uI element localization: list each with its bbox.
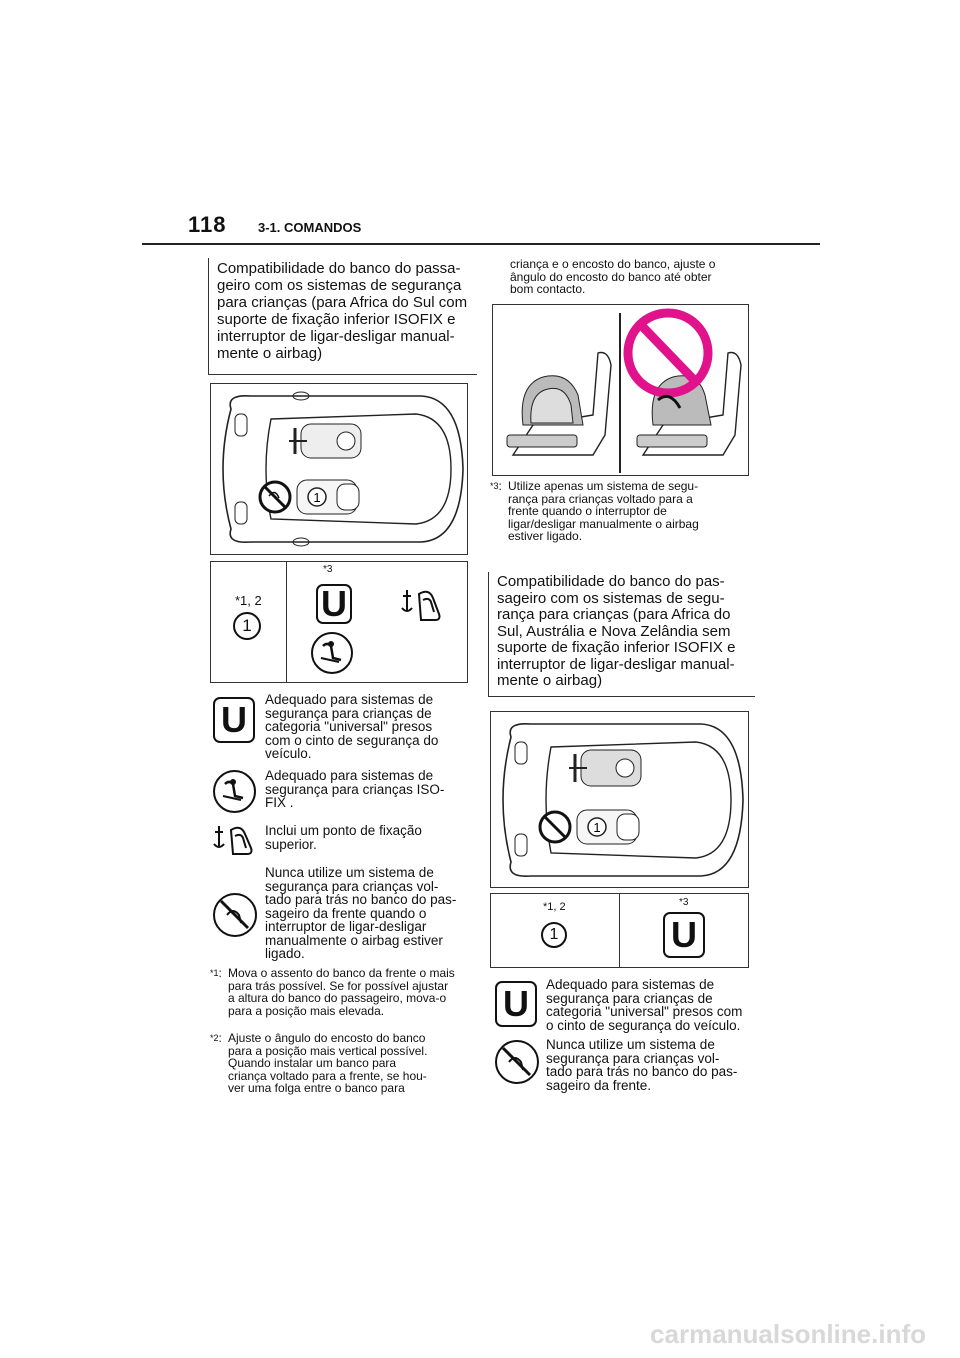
table-note: *3: [679, 897, 689, 908]
legend-line: Nunca utilize um sistema de: [546, 1037, 715, 1052]
legend-line: superior.: [265, 836, 317, 852]
isofix-icon: [311, 632, 353, 674]
heading-line: suporte de fixação inferior ISOFIX e: [497, 639, 736, 656]
footnote-line: ver uma folga entre o banco para: [228, 1081, 405, 1095]
watermark: carmanualsonline.info: [650, 1319, 926, 1349]
left-section-heading: Compatibilidade do banco do passa- geiro…: [208, 258, 477, 375]
text-line: ângulo do encosto do banco até obter: [510, 269, 712, 284]
footnote-line: Quando instalar um banco para: [228, 1056, 397, 1070]
footnote-mark: *1: [210, 968, 219, 978]
table-note: *1, 2: [543, 901, 566, 913]
legend-line: Adequado para sistemas de: [265, 768, 434, 783]
heading-line: rança para crianças (para Africa do: [497, 606, 731, 623]
continued-text: criança e o encosto do banco, ajuste o â…: [510, 258, 715, 296]
table-divider: [619, 894, 620, 967]
svg-text:1: 1: [593, 820, 600, 835]
legend-tether-text: Inclui um ponto de fixação superior.: [265, 824, 422, 851]
heading-line: Compatibilidade do banco do passa-: [217, 260, 461, 277]
legend-line: Adequado para sistemas de: [265, 692, 434, 707]
footnote-line: criança voltado para a frente, se hou-: [228, 1068, 427, 1083]
footnote-line: Utilize apenas um sistema de segu-: [508, 479, 699, 493]
svg-text:1: 1: [313, 490, 320, 505]
heading-line: para crianças (para Africa do Sul com: [217, 294, 468, 311]
footnote-line: para a posição mais vertical possível.: [228, 1043, 428, 1058]
heading-line: suporte de fixação inferior ISOFIX e: [217, 311, 456, 328]
legend-line: Inclui um ponto de fixação: [265, 823, 422, 838]
right-section-heading: Compatibilidade do banco do pas- sageiro…: [488, 572, 755, 697]
footnote-line: rança para crianças voltado para a: [508, 491, 693, 506]
legend-line: manualmente o airbag estiver: [265, 932, 443, 948]
legend-line: segurança para crianças de: [546, 990, 713, 1006]
footnote-3: *3: Utilize apenas um sistema de segu-ra…: [490, 479, 699, 543]
footnote-line: ligar/desligar manualmente o airbag: [508, 516, 699, 531]
car-diagram-right: 1: [490, 711, 749, 888]
legend-universal-text: Adequado para sistemas de segurança para…: [546, 978, 742, 1032]
legend-line: tado para trás no banco do pas-: [546, 1064, 738, 1079]
seat-number-badge: 1: [233, 612, 261, 640]
heading-line: mente o airbag): [497, 672, 603, 689]
footnote-1: *1: Mova o assento do banco da frente o …: [210, 966, 455, 1018]
footnote-line: para a posição mais elevada.: [228, 1003, 385, 1018]
top-tether-icon: [401, 586, 447, 626]
universal-icon: U: [316, 583, 352, 624]
heading-line: Sul, Austrália e Nova Zelândia sem: [497, 622, 731, 640]
legend-line: segurança para crianças vol-: [265, 878, 439, 894]
text-line: criança e o encosto do banco, ajuste o: [510, 257, 716, 271]
legend-universal-text: Adequado para sistemas de segurança para…: [265, 693, 438, 761]
legend-line: segurança para crianças ISO-: [265, 781, 445, 797]
text-line: bom contacto.: [510, 282, 586, 296]
universal-icon: U: [495, 981, 537, 1027]
header-rule: [142, 243, 820, 245]
legend-line: interruptor de ligar-desligar: [265, 919, 427, 934]
footnote-line: Mova o assento do banco da frente o mais: [228, 966, 455, 980]
footnote-mark: *3: [490, 481, 499, 491]
legend-line: com o cinto de segurança do: [265, 732, 439, 748]
legend-line: ligado.: [265, 946, 305, 961]
prohibited-rear-facing-icon: [213, 893, 257, 937]
legend-isofix-text: Adequado para sistemas de segurança para…: [265, 769, 444, 810]
table-divider: [286, 562, 287, 682]
compat-table-right: *1, 2 1 *3 U: [490, 893, 749, 968]
footnote-line: para trás possível. Se for possível ajus…: [228, 978, 449, 993]
legend-line: categoria "universal" presos: [265, 719, 433, 734]
legend-line: sageiro da frente quando o: [265, 905, 427, 921]
footnote-line: Ajuste o ângulo do encosto do banco: [228, 1031, 426, 1045]
legend-line: Nunca utilize um sistema de: [265, 865, 434, 880]
legend-line: veículo.: [265, 746, 312, 761]
heading-line: interruptor de ligar-desligar manual-: [217, 328, 455, 345]
legend-line: tado para trás no banco do pas-: [265, 892, 457, 907]
legend-line: o cinto de segurança do veículo.: [546, 1017, 741, 1033]
heading-line: interruptor de ligar-desligar manual-: [497, 655, 735, 673]
footnote-line: a altura do banco do passageiro, mova-o: [228, 991, 447, 1005]
table-note: *3: [323, 564, 333, 575]
seat-number-badge: 1: [541, 922, 567, 948]
footnote-mark: *2: [210, 1033, 219, 1043]
heading-line: sageiro com os sistemas de segu-: [497, 589, 725, 607]
footnote-line: frente quando o interruptor de: [508, 504, 667, 518]
prohibited-rear-facing-icon: [495, 1040, 539, 1084]
universal-icon: U: [663, 912, 705, 958]
heading-line: geiro com os sistemas de segurança: [217, 277, 462, 294]
page-number: 118: [188, 212, 227, 237]
section-title: 3-1. COMANDOS: [258, 220, 362, 235]
legend-line: Adequado para sistemas de: [546, 977, 715, 992]
legend-prohibited-text: Nunca utilize um sistema de segurança pa…: [265, 866, 456, 961]
table-note: *1, 2: [235, 593, 262, 608]
legend-line: sageiro da frente.: [546, 1077, 652, 1093]
legend-line: segurança para crianças de: [265, 705, 432, 721]
legend-line: FIX .: [265, 795, 294, 810]
top-tether-icon: [213, 824, 261, 858]
isofix-icon: [213, 770, 256, 813]
heading-line: mente o airbag): [217, 345, 323, 362]
legend-line: segurança para crianças vol-: [546, 1050, 720, 1066]
seat-back-angle-diagram: [492, 304, 749, 476]
legend-prohibited-text: Nunca utilize um sistema de segurança pa…: [546, 1038, 737, 1092]
car-diagram-left: 1: [210, 383, 468, 555]
compat-table-left: *1, 2 1 *3 U: [210, 561, 468, 683]
footnote-line: estiver ligado.: [508, 529, 583, 543]
universal-icon: U: [213, 697, 255, 743]
heading-line: Compatibilidade do banco do pas-: [497, 573, 725, 590]
legend-line: categoria "universal" presos com: [546, 1004, 743, 1019]
